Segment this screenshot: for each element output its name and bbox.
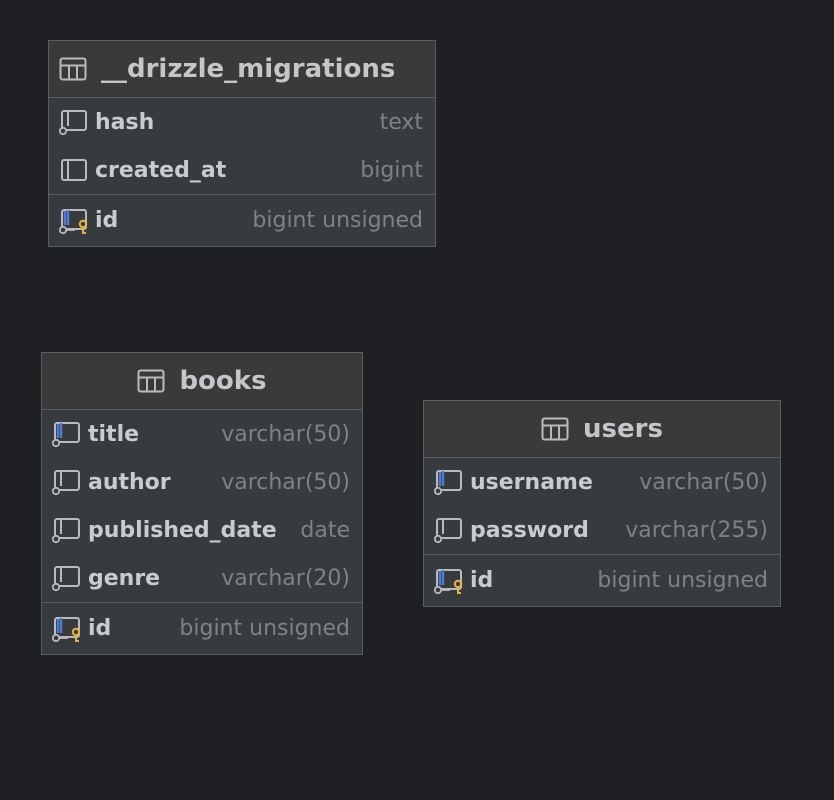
column-name: published_date <box>88 517 277 543</box>
column-type: bigint <box>360 157 423 183</box>
column-name: title <box>88 421 140 447</box>
nullable-column-icon <box>433 518 462 544</box>
table-header[interactable]: books <box>42 353 362 410</box>
column-name: hash <box>95 109 155 135</box>
column-icon <box>61 159 87 181</box>
column-row-created-at[interactable]: created_at bigint <box>49 146 435 194</box>
column-name: id <box>95 208 119 233</box>
column-row-author[interactable]: author varchar(50) <box>42 458 362 506</box>
column-type: varchar(50) <box>221 469 350 495</box>
nullable-column-icon <box>51 470 80 496</box>
table-icon <box>59 57 87 81</box>
column-name: password <box>470 517 589 543</box>
table-users[interactable]: users username varchar(50) password varc… <box>423 400 781 607</box>
column-name: created_at <box>95 157 227 183</box>
column-row-id[interactable]: id bigint unsigned <box>49 194 435 246</box>
column-name: author <box>88 469 171 495</box>
column-row-password[interactable]: password varchar(255) <box>424 506 780 554</box>
column-type: text <box>379 109 423 135</box>
primary-key-column-icon <box>58 208 88 234</box>
nullable-column-icon <box>51 566 80 592</box>
column-row-id[interactable]: id bigint unsigned <box>424 554 780 606</box>
column-row-hash[interactable]: hash text <box>49 98 435 146</box>
column-type: varchar(50) <box>221 421 350 447</box>
primary-key-column-icon <box>51 616 81 642</box>
column-type: date <box>300 517 350 543</box>
column-type: varchar(50) <box>639 469 768 495</box>
table-icon <box>137 369 165 393</box>
column-type: bigint unsigned <box>597 568 768 593</box>
table-title: __drizzle_migrations <box>101 54 396 84</box>
indexed-column-icon <box>51 422 80 448</box>
column-name: id <box>470 568 494 593</box>
table-icon <box>541 417 569 441</box>
column-type: bigint unsigned <box>179 616 350 641</box>
column-row-title[interactable]: title varchar(50) <box>42 410 362 458</box>
column-row-published-date[interactable]: published_date date <box>42 506 362 554</box>
column-name: genre <box>88 565 161 591</box>
column-type: bigint unsigned <box>252 208 423 233</box>
table-drizzle-migrations[interactable]: __drizzle_migrations hash text created_a… <box>48 40 436 247</box>
column-name: username <box>470 469 593 495</box>
column-type: varchar(255) <box>625 517 768 543</box>
column-name: id <box>88 616 112 641</box>
table-title: users <box>583 414 663 444</box>
table-header[interactable]: __drizzle_migrations <box>49 41 435 98</box>
table-title: books <box>179 366 267 396</box>
table-books[interactable]: books title varchar(50) author varchar(5… <box>41 352 363 655</box>
column-row-username[interactable]: username varchar(50) <box>424 458 780 506</box>
nullable-column-icon <box>58 110 87 136</box>
table-header[interactable]: users <box>424 401 780 458</box>
indexed-column-icon <box>433 470 462 496</box>
nullable-column-icon <box>51 518 80 544</box>
column-row-genre[interactable]: genre varchar(20) <box>42 554 362 602</box>
column-type: varchar(20) <box>221 565 350 591</box>
primary-key-column-icon <box>433 568 463 594</box>
column-row-id[interactable]: id bigint unsigned <box>42 602 362 654</box>
